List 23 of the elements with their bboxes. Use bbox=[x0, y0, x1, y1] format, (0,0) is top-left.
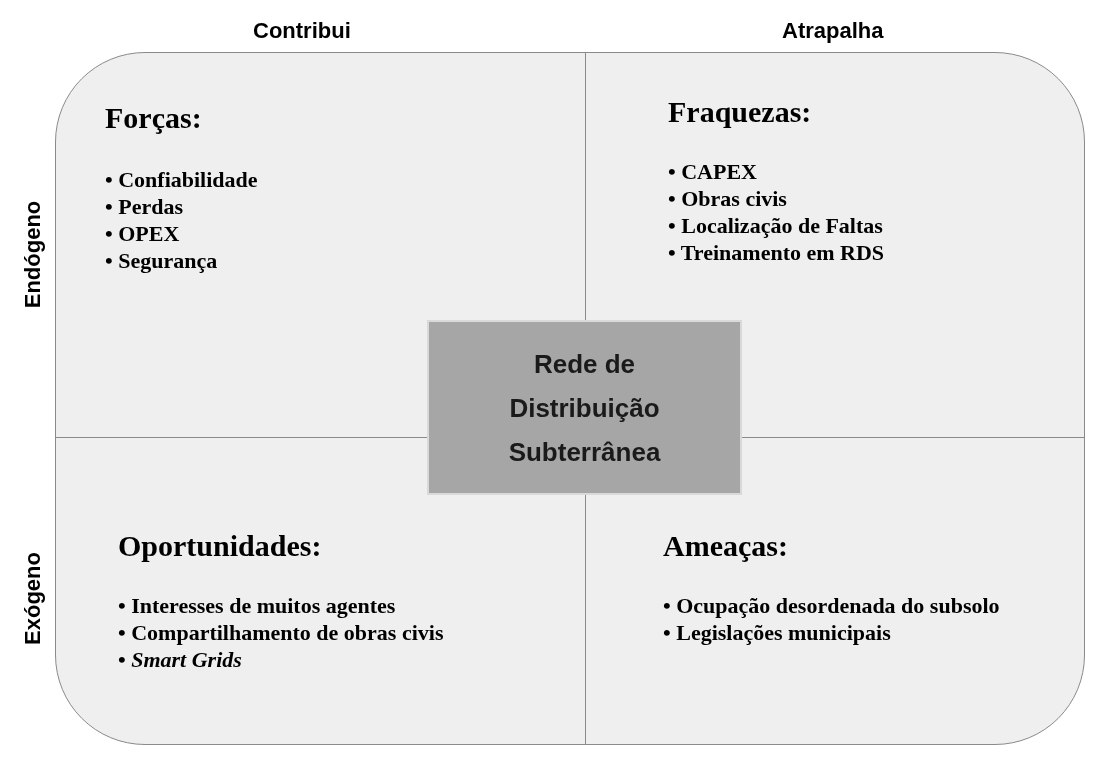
axis-header: Atrapalha bbox=[782, 17, 884, 45]
bullet-item: • Localização de Faltas bbox=[668, 212, 884, 239]
bullet-item: • Obras civis bbox=[668, 185, 788, 212]
axis-header: Exógeno bbox=[18, 551, 46, 647]
bullet-item: • Smart Grids bbox=[118, 646, 243, 673]
bullet-item: • Treinamento em RDS bbox=[668, 239, 886, 266]
bullet-item: • CAPEX bbox=[668, 158, 758, 185]
center-box bbox=[427, 320, 742, 495]
bullet-item: • Compartilhamento de obras civis bbox=[118, 619, 445, 646]
axis-header: Endógeno bbox=[18, 199, 46, 311]
bullet-item: • Legislações municipais bbox=[663, 619, 892, 646]
bullet-item: • Segurança bbox=[105, 247, 219, 274]
quadrant-heading: Forças: bbox=[105, 100, 203, 136]
bullet-item: • Ocupação desordenada do subsolo bbox=[663, 592, 1001, 619]
axis-header: Contribui bbox=[253, 17, 351, 45]
bullet-item: • OPEX bbox=[105, 220, 181, 247]
quadrant-heading: Fraquezas: bbox=[668, 94, 813, 130]
quadrant-heading: Ameaças: bbox=[663, 528, 789, 564]
bullet-item: • Interesses de muitos agentes bbox=[118, 592, 397, 619]
quadrant-heading: Oportunidades: bbox=[118, 528, 323, 564]
center-title: Rede de Distribuição Subterrânea bbox=[507, 347, 662, 469]
bullet-item: • Perdas bbox=[105, 193, 184, 220]
bullet-item: • Confiabilidade bbox=[105, 166, 259, 193]
